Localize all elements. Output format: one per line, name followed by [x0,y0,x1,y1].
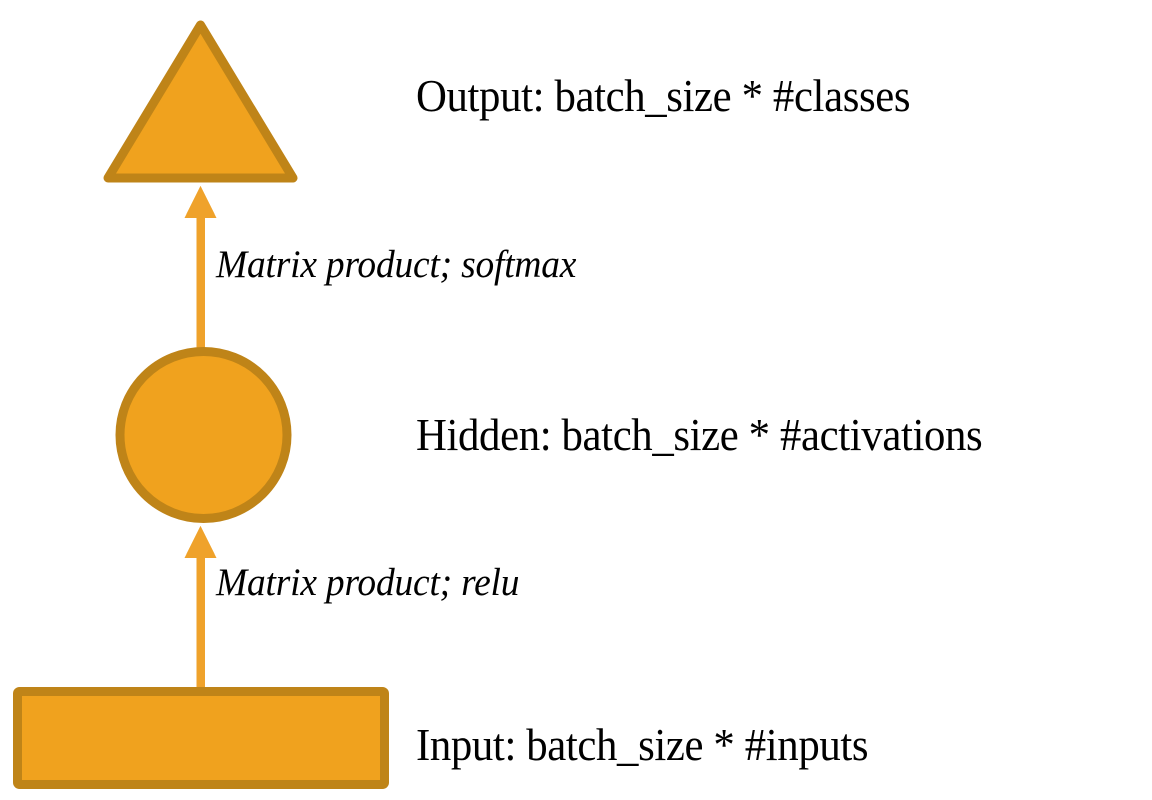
edge-input-to-hidden-arrow [184,526,217,692]
edge-input-to-hidden-label: Matrix product; relu [216,561,520,604]
node-hidden-circle[interactable] [115,347,292,523]
node-output-triangle[interactable] [103,20,298,183]
node-output-label: Output: batch_size * #classes [416,70,911,121]
node-input-label: Input: batch_size * #inputs [416,719,869,770]
node-input-rectangle[interactable] [13,687,389,789]
edge-hidden-to-output-label: Matrix product; softmax [216,243,577,286]
node-hidden-label: Hidden: batch_size * #activations [416,409,983,460]
edge-hidden-to-output-arrow [184,186,217,352]
